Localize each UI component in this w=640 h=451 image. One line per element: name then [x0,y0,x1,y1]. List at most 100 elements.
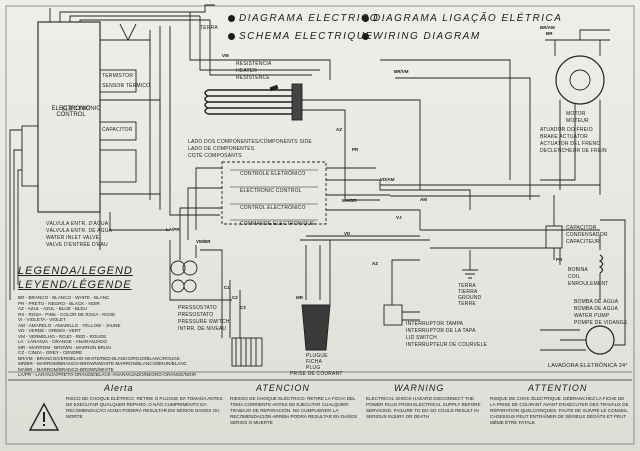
capacitor-right-label-3: CAPACITEUR [566,239,600,245]
ground-label-2: TIERRA [458,289,478,295]
actuator-label-2: BRAKE ACTUATOR [540,134,588,140]
legend-title-1: LEGENDA/LEGEND [18,265,133,277]
pump-symbol [585,325,615,355]
sensor-label: SENSOR TÉRMICO [102,83,151,89]
side-label-2: LADO DE COMPONENTES [188,146,255,152]
lid-switch-label-2: INTERRUPTOR DE LA TAPA [406,328,476,334]
legend-line: MA/BR - MARROM/BRANCO-BROWN/WHITE [18,366,114,372]
legend-title-2: LEYEND/LÉGENDE [18,279,132,291]
motor-label-1: MOTOR [566,111,586,117]
wire-code: PR [556,257,563,262]
wire-code: VD/AM [380,177,395,182]
legend-line: RS - ROSA - PINK - COLOR DE ROSA - ROSE [18,311,116,317]
electronic-control-module [37,21,101,213]
title-schema-electrique: SCHEMA ELECTRIQUE [228,32,374,42]
electronic-control-text: ELECTRONIC CONTROL [51,106,91,118]
wire-code: BR/AM [540,25,555,30]
valve-connector [21,125,39,187]
plug-label-2: FICHA [306,359,322,365]
plug-label-4: PRISE DE COURANT [290,371,343,377]
wire-code: AZ [336,127,342,132]
warning-text-fr: RISQUE DE CHOC ÉLECTRIQUE. DÉBRANCHEZ LA… [490,396,629,425]
coil-label-1: BOBINA [568,267,589,273]
legend-line: LA - LARANJA - ORANGE - ANARANJADO [18,339,108,344]
valve-label-4: VALVE D'ENTRÉE D'EAU [46,242,108,248]
legend-line: BR/VM - BRANCO/VERMELHO-WHITE/RED-BLANCO… [18,355,180,361]
wire-code: BR [546,31,553,36]
legend-line: VM - VERMELHO - ROJO - RED - ROUGE [18,333,107,339]
pump-label-2: BOMBA DE AGUA [574,306,619,312]
wire-code: C2 [232,295,238,300]
title-diagrama-ligacao: DIAGRAMA LIGAÇÃO ELÉTRICA [362,14,562,24]
warning-title-es: ATENCION [256,383,310,393]
thermistor-label: TERMISTOR [102,73,134,79]
actuator-label-4: DECLENCHEUR DE FREIN [540,148,607,154]
warning-text-es: RIESGO DE CHOQUE ELÉCTRICO. RETIRE LA FI… [230,396,358,425]
control-box-label-3: CONTROL ELECTRÓNICO [240,205,306,211]
lid-switch-label-1: INTERRUPTOR TAMPA [406,321,464,327]
heater-label-3: RESISTENCE [236,75,270,81]
wire-code: AM [420,197,427,202]
wire-code: BR/VM [394,69,409,74]
motor-label-2: MOTEUR [566,118,589,124]
actuator-label-3: ACTUATOR DEL FRENO [540,141,601,147]
title-diagrama-electrico: DIAGRAMA ELECTRICO [228,14,379,24]
side-label-1: LADO DOS COMPONENTES/COMPONENTS SIDE [188,139,312,145]
capacitor-right-label-1: CAPACITOR [566,225,597,231]
wire-code: VM/BR [196,239,211,244]
heater-label-2: HEATER [236,68,258,74]
wire-code: PR [352,147,359,152]
valve-label-3: WATER INLET VALVE [46,235,100,241]
valve-label-1: VÁLVULA ENTR. D'ÁGUA [46,221,109,227]
legend-line: MR - MARROM - BROWN - MARRON BRUN [18,344,111,350]
pressostat-label-3: PRESSURE SWITCH [178,319,230,325]
pump-label-3: WATER PUMP [574,313,610,319]
control-box-label-2: ELECTRONIC CONTROL [240,188,302,194]
model-label: LAVADORA ELETRÔNICA 24° [548,363,628,369]
valve-label-2: VÁLVULA ENTR. DE AGUA [46,228,113,234]
motor-symbol [555,55,605,105]
plug-label-3: PLUG [306,365,321,371]
pressostat-label-1: PRESSOSTATO [178,305,217,311]
warning-title-fr: ATTENTION [528,383,588,393]
coil-label-3: ENROULEMENT [568,281,609,287]
heater-label-1: RESISTÊNCIA [236,61,272,67]
legend-line: AZ - AZUL - AZUL - BLUE - BLEU [18,306,87,311]
ground-label-3: GROUND [458,295,482,301]
warning-title-en: WARNING [394,383,445,393]
legend-line: VI - VIOLETA - VIOLET [18,317,66,322]
legend-line: LA/PR - LARANJA/PRETO-ORANGE/BLACK-ANARA… [18,372,197,377]
wire-code: C1 [224,285,230,290]
control-box-label-1: CONTROLE ELETRÔNICO [240,171,306,177]
capacitor-right-label-2: CONDENSADOR [566,232,608,238]
wire-code: VD [344,231,351,236]
warning-text-en: ELECTRICAL SHOCK HAZARD DISCONNECT THE P… [366,396,481,419]
plug-label-1: PLUGUE [306,353,328,359]
pump-label-1: BOMBA DE ÁGUA [574,299,619,305]
pump-label-4: POMPE DE VIDANGE [574,320,628,326]
warning-title-pt: Alerta [104,383,134,393]
capacitor-block [99,121,137,141]
title-wiring-diagram: WIRING DIAGRAM [362,32,481,42]
wire-code: LA/PR [166,227,180,232]
ground-label-4: TERRE [458,301,476,307]
lid-switch-label-3: LID SWITCH [406,335,437,341]
wire-code: VM [222,53,229,58]
legend-line: BR - BRANCO - BLANCO - WHITE - BLANC [18,295,110,300]
pressostat-label-2: PRESOSTATO [178,312,214,318]
warning-triangle [28,402,60,431]
terra-top-label: TERRA [200,25,218,31]
wire-code: C3 [240,305,246,310]
wire-code: MA/BR [342,198,357,203]
lid-switch-label-4: INTERRUPTEUR DE COURVELE [406,342,488,348]
wire-code: MR [296,295,303,300]
legend-line: MR/BR - MARROM/BRANCO-BROWN/WHITE-MARRON… [18,361,187,366]
wire-code: VJ [396,215,402,220]
actuator-label-1: ATUADOR DO FREIO [540,127,593,133]
legend-line: CZ - CINZA - GREY - CENDRE [18,350,83,355]
capacitor-left-label: CAPACITOR [102,127,133,133]
legend-line: PR - PRETO - NEGRO - BLACK - NOIR [18,300,100,306]
ground-label-1: TERRA [458,283,476,289]
